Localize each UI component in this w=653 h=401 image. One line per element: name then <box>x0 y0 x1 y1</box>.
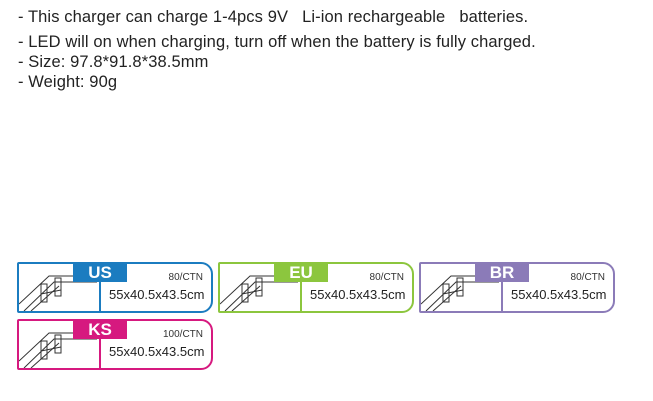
package-card-eu: EU 80/CTN 55x40.5x43.5cm <box>218 262 414 313</box>
plug-type-label: US <box>73 264 127 282</box>
plug-icon <box>421 275 501 311</box>
carton-size: 55x40.5x43.5cm <box>109 344 205 359</box>
carton-size: 55x40.5x43.5cm <box>511 287 607 302</box>
divider <box>300 282 302 311</box>
carton-quantity: 80/CTN <box>369 272 404 283</box>
plug-type-label: EU <box>274 264 328 282</box>
spec-line: - This charger can charge 1-4pcs 9V Li-i… <box>18 8 529 26</box>
divider <box>99 339 101 368</box>
spec-line: - LED will on when charging, turn off wh… <box>18 33 536 51</box>
plug-type-label: BR <box>475 264 529 282</box>
carton-size: 55x40.5x43.5cm <box>109 287 205 302</box>
package-card-us: US 80/CTN 55x40.5x43.5cm <box>17 262 213 313</box>
carton-size: 55x40.5x43.5cm <box>310 287 406 302</box>
carton-quantity: 80/CTN <box>168 272 203 283</box>
spec-line: - Size: 97.8*91.8*38.5mm <box>18 53 209 71</box>
spec-line: - Weight: 90g <box>18 73 118 91</box>
divider <box>501 282 503 311</box>
plug-type-label: KS <box>73 321 127 339</box>
carton-quantity: 80/CTN <box>570 272 605 283</box>
plug-icon <box>19 332 99 368</box>
divider <box>99 282 101 311</box>
carton-quantity: 100/CTN <box>162 329 203 340</box>
package-card-ks: KS 100/CTN 55x40.5x43.5cm <box>17 319 213 370</box>
package-card-br: BR 80/CTN 55x40.5x43.5cm <box>419 262 615 313</box>
plug-icon <box>220 275 300 311</box>
